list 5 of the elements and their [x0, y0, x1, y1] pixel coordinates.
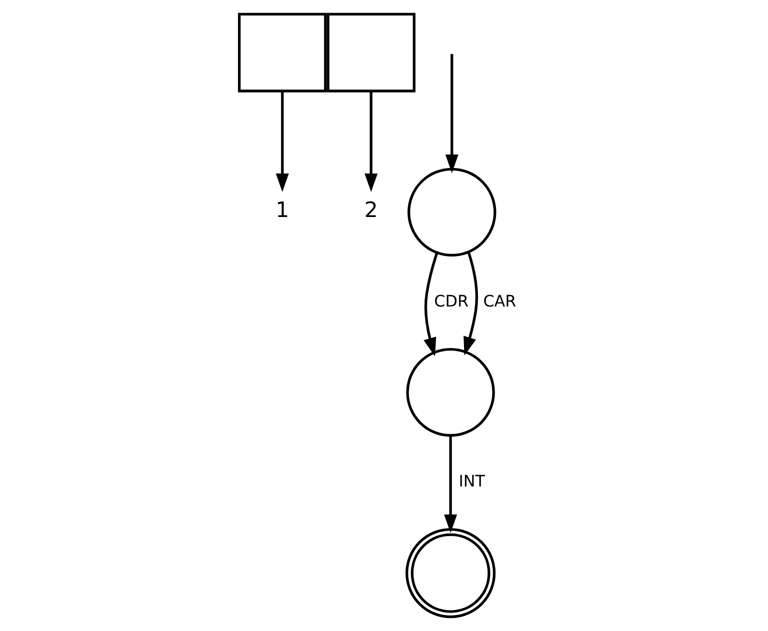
edge-label: CDR [434, 291, 469, 310]
edge-label: INT [458, 471, 486, 490]
edge-label: CAR [483, 291, 516, 310]
node-text: 1 [276, 197, 290, 222]
node-text: 2 [364, 197, 378, 222]
